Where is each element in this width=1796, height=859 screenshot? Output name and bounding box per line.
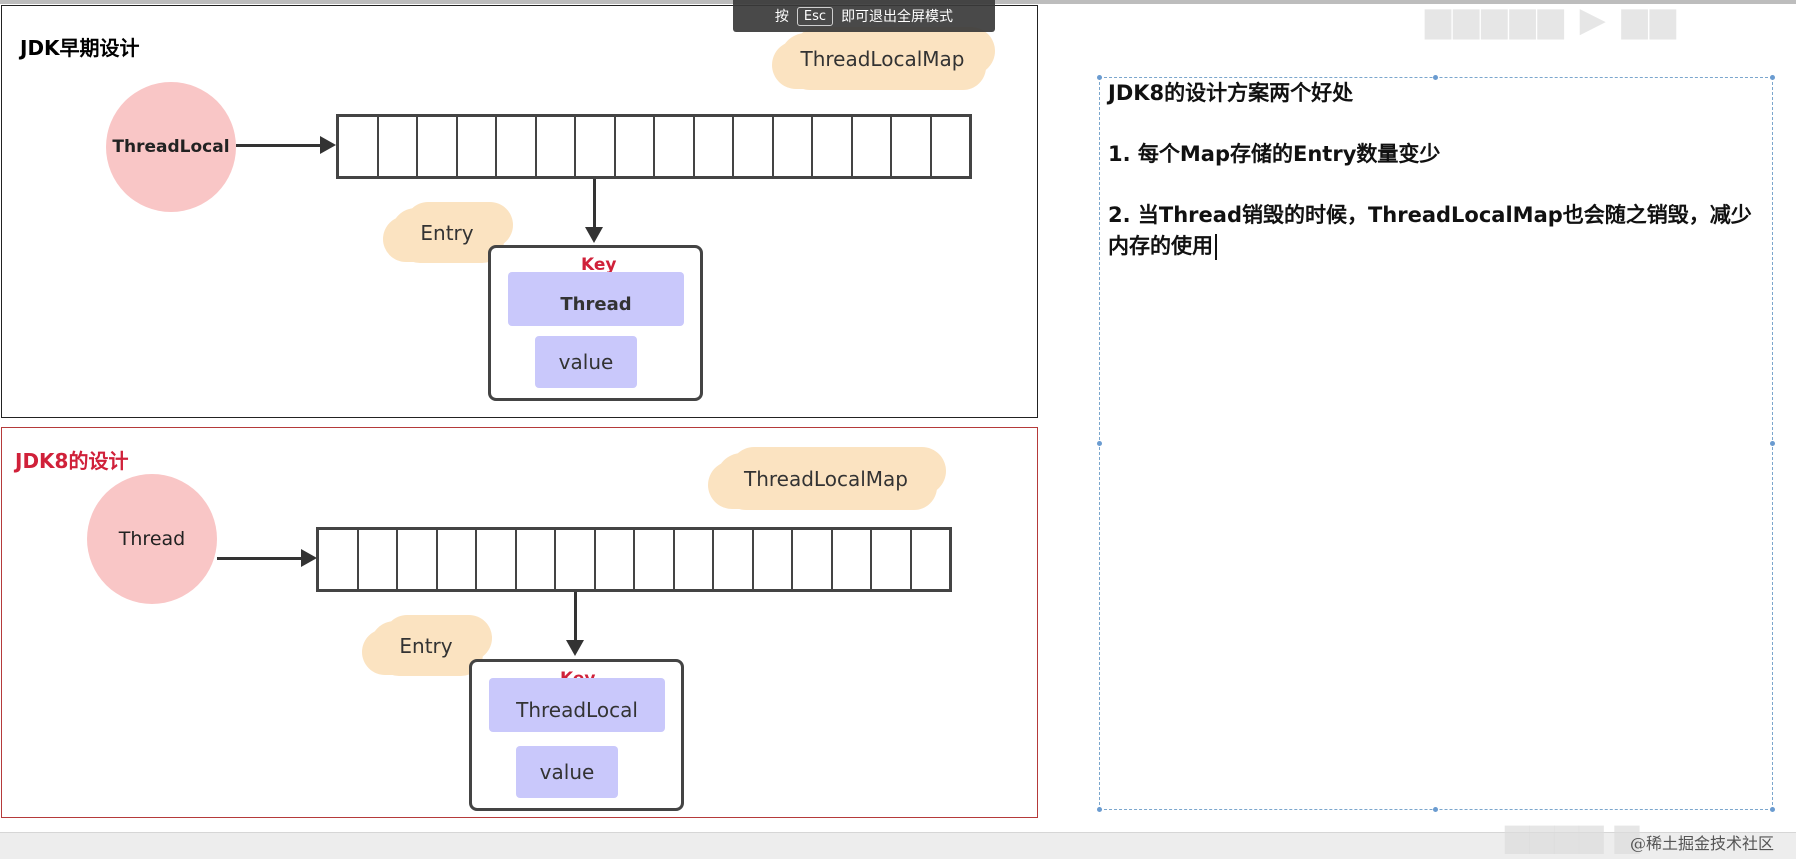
arrow-map-to-entry-early	[585, 179, 603, 243]
cloud-entry-early: Entry	[391, 208, 503, 258]
panel-title-early: JDK早期设计	[20, 36, 140, 60]
panel-jdk-early-design: JDK早期设计 ThreadLocal ThreadLocalMap Entry…	[1, 5, 1038, 418]
entry-box-jdk8: Key ThreadLocal value	[469, 659, 684, 811]
cloud-threadlocalmap-early: ThreadLocalMap	[780, 33, 985, 85]
panel-title-jdk8: JDK8的设计	[15, 449, 129, 473]
cloud-entry-jdk8: Entry	[370, 621, 482, 671]
map-array-early	[336, 114, 972, 179]
array-cell	[793, 530, 833, 589]
array-cell	[516, 530, 556, 589]
watermark-top: ▆▆▆▆▆ ▶ ▆▆	[1425, 0, 1678, 40]
array-cell	[358, 530, 398, 589]
watermark-credit: @稀土掘金技术社区	[1630, 834, 1775, 853]
resize-handle[interactable]	[1770, 807, 1775, 812]
array-cell	[674, 530, 714, 589]
resize-handle[interactable]	[1097, 75, 1102, 80]
array-cell	[931, 117, 969, 176]
cloud-threadlocalmap-jdk8: ThreadLocalMap	[716, 453, 936, 505]
bottom-scrollbar-area[interactable]	[0, 832, 1796, 859]
notes-textbox[interactable]: JDK8的设计方案两个好处 1. 每个Map存储的Entry数量变少 2. 当T…	[1097, 75, 1775, 812]
key-value-threadlocal: ThreadLocal	[489, 678, 665, 732]
fullscreen-hint-prefix: 按	[774, 9, 789, 25]
resize-handle[interactable]	[1770, 75, 1775, 80]
notes-point-1: 1. 每个Map存储的Entry数量变少	[1108, 142, 1441, 166]
text-caret	[1215, 234, 1217, 260]
thread-circle: Thread	[87, 474, 217, 604]
value-box-jdk8: value	[516, 746, 618, 798]
arrow-thread-to-map	[217, 549, 317, 567]
array-cell	[615, 117, 655, 176]
arrow-map-to-entry-jdk8	[566, 592, 584, 656]
map-array-jdk8	[316, 527, 952, 592]
array-cell	[813, 117, 853, 176]
watermark-bottom: ▆▆▆▆ ▆	[1505, 816, 1640, 854]
notes-point-2-text: 2. 当Thread销毁的时候，ThreadLocalMap也会随之销毁，减少内…	[1108, 203, 1752, 258]
array-cell	[734, 117, 774, 176]
array-cell	[378, 117, 418, 176]
resize-handle[interactable]	[1433, 75, 1438, 80]
entry-box-early: Key Thread value	[488, 245, 703, 401]
array-cell	[398, 530, 438, 589]
resize-handle[interactable]	[1770, 441, 1775, 446]
esc-key-badge: Esc	[796, 6, 834, 26]
threadlocal-circle: ThreadLocal	[106, 82, 236, 212]
array-cell	[753, 530, 793, 589]
array-cell	[832, 530, 872, 589]
array-cell	[457, 117, 497, 176]
resize-handle[interactable]	[1097, 807, 1102, 812]
fullscreen-hint-suffix: 即可退出全屏模式	[841, 9, 954, 25]
array-cell	[497, 117, 537, 176]
key-caption-early: Key	[581, 255, 617, 275]
array-cell	[911, 530, 949, 589]
array-cell	[536, 117, 576, 176]
array-cell	[773, 117, 813, 176]
array-cell	[655, 117, 695, 176]
array-cell	[556, 530, 596, 589]
fullscreen-exit-hint: 按 Esc 即可退出全屏模式	[733, 0, 995, 32]
notes-heading: JDK8的设计方案两个好处	[1108, 81, 1354, 105]
array-cell	[852, 117, 892, 176]
array-cell	[418, 117, 458, 176]
array-cell	[714, 530, 754, 589]
array-cell	[437, 530, 477, 589]
array-cell	[339, 117, 379, 176]
resize-handle[interactable]	[1097, 441, 1102, 446]
value-box-early: value	[535, 336, 637, 388]
key-value-thread: Thread	[508, 272, 684, 326]
panel-jdk8-design: JDK8的设计 Thread ThreadLocalMap Entry Key …	[1, 427, 1038, 818]
array-cell	[635, 530, 675, 589]
array-cell	[595, 530, 635, 589]
notes-point-2: 2. 当Thread销毁的时候，ThreadLocalMap也会随之销毁，减少内…	[1108, 200, 1764, 262]
resize-handle[interactable]	[1433, 807, 1438, 812]
array-cell	[319, 530, 359, 589]
array-cell	[892, 117, 932, 176]
array-cell	[694, 117, 734, 176]
array-cell	[872, 530, 912, 589]
array-cell	[477, 530, 517, 589]
arrow-threadlocal-to-map	[236, 136, 336, 154]
array-cell	[576, 117, 616, 176]
